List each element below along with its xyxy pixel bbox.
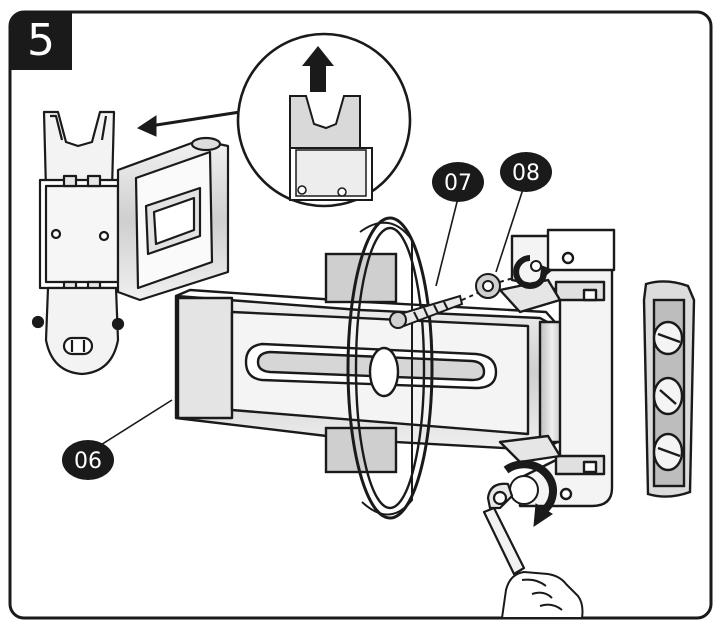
tilt-head-bracket xyxy=(31,110,126,376)
callout-06-label: 06 xyxy=(74,449,102,474)
callout-07-label: 07 xyxy=(444,171,472,196)
callout-08: 08 xyxy=(500,152,552,192)
callout-leaders xyxy=(95,185,525,449)
callout-08-label: 08 xyxy=(512,161,540,186)
wall-plate xyxy=(498,228,616,508)
callout-07: 07 xyxy=(432,162,484,202)
swivel-ring xyxy=(324,216,434,520)
callout-06: 06 xyxy=(62,440,114,480)
hand-icon xyxy=(501,571,584,619)
rotate-arrow-icon xyxy=(513,255,553,289)
wrench-icon xyxy=(482,482,526,576)
washer xyxy=(475,273,521,299)
arrow-up-icon xyxy=(302,46,334,92)
upper-arm xyxy=(116,136,230,302)
step-number-badge: 5 xyxy=(10,12,72,70)
arrow-left-icon xyxy=(136,110,241,137)
wall-anchor-plate xyxy=(642,280,696,498)
detail-inset xyxy=(236,32,412,208)
bolt xyxy=(389,291,481,329)
rotate-arrow-icon xyxy=(503,460,557,527)
